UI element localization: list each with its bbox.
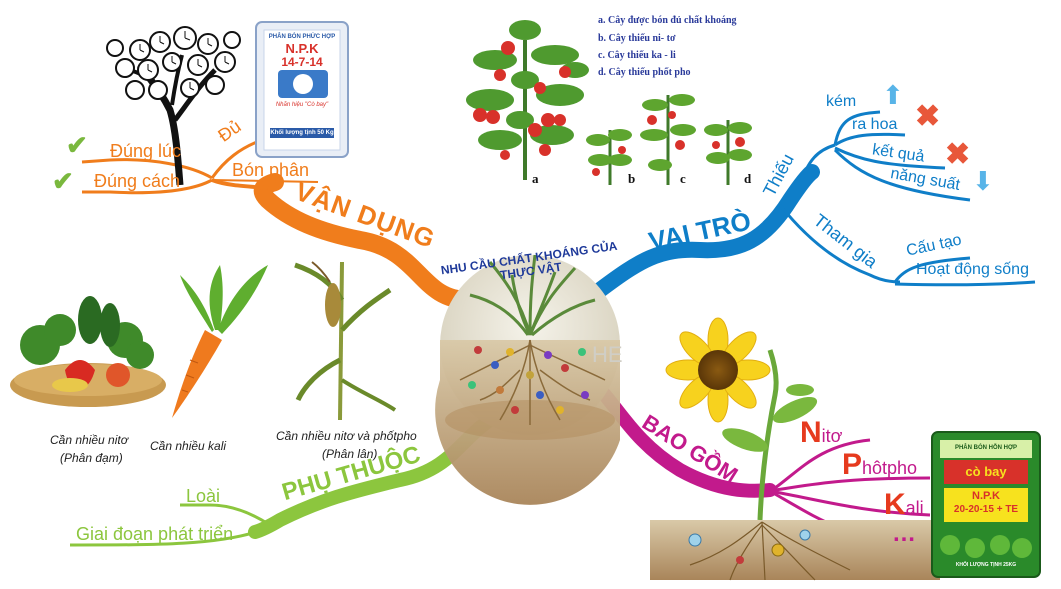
npk-white-name: N.P.K	[285, 41, 319, 56]
arrow-down-icon: ⬇	[972, 166, 994, 196]
sunflower-illustration	[650, 317, 940, 581]
npk-green-brand: cò bay	[965, 464, 1007, 479]
tomato-plant-a	[466, 20, 589, 180]
check-icon: ✔	[66, 130, 88, 160]
tomato-legend-d: d. Cây thiếu phốt pho	[598, 67, 691, 78]
kali-rest: ali	[905, 498, 924, 518]
branch-tham-gia	[778, 204, 901, 284]
branch-bon-phan	[211, 178, 269, 190]
branch-nang-suat	[833, 148, 971, 202]
npk-green-name: N.P.K	[972, 490, 1000, 502]
corn-illustration	[294, 261, 397, 421]
caption-carrot: Cần nhiều kali	[150, 439, 227, 453]
photpho-initial: P	[842, 448, 863, 481]
branch-cau-tao	[893, 256, 971, 283]
nito-initial: N	[800, 416, 822, 449]
center-illustration	[435, 254, 620, 505]
npk-white-weight: Khối lượng tịnh 50 Kg	[270, 130, 334, 136]
caption-corn-line1: Cần nhiều nitơ và phốtpho	[276, 429, 417, 443]
npk-bag-white-illustration	[255, 21, 349, 158]
tomato-plant-d	[704, 120, 752, 185]
caption-veg-line2: (Phân đạm)	[60, 451, 123, 465]
label-more: …	[892, 520, 916, 547]
branch-ket-qua	[834, 146, 946, 170]
label-kali: Kali	[884, 490, 924, 520]
tomato-legend-b: b. Cây thiếu ni- tơ	[598, 33, 676, 44]
npk-green-header: PHÂN BÓN HỖN HỢP	[954, 445, 1018, 451]
npk-white-brand: Nhãn hiệu "Cò bay"	[275, 102, 329, 108]
kali-initial: K	[884, 488, 906, 521]
tomato-legend-a: a. Cây được bón đủ chất khoáng	[598, 15, 737, 26]
branch-nito	[774, 438, 871, 490]
label-photpho: Phôtpho	[842, 450, 917, 480]
tomato-letter-c: c	[680, 171, 686, 186]
label-dung-cach: Đúng cách	[94, 171, 181, 191]
tomato-plants-illustration	[466, 20, 752, 185]
label-hoat-dong-song: Hoạt động sống	[916, 261, 1029, 278]
branch-giai-doan	[69, 528, 263, 547]
tomato-letter-b: b	[628, 171, 636, 186]
npk-white-ratio: 14-7-14	[281, 55, 323, 69]
branch-kali	[774, 490, 931, 517]
tomato-letter-d: d	[744, 171, 752, 186]
watermark: HE	[592, 342, 623, 367]
vegetable-basket-illustration	[10, 296, 166, 407]
label-loai: Loài	[186, 486, 221, 506]
carrot-illustration	[172, 265, 268, 418]
label-nito: Nitơ	[800, 418, 842, 448]
nito-rest: itơ	[821, 426, 843, 446]
tomato-legend-c: c. Cây thiếu ka - li	[598, 50, 676, 61]
npk-white-header: PHÂN BÓN PHỨC HỢP	[268, 34, 336, 40]
check-icon: ✔	[52, 166, 74, 196]
tomato-letter-a: a	[532, 171, 539, 186]
label-kem: kém	[826, 93, 857, 110]
branch-loai	[180, 503, 271, 527]
branch-photpho	[774, 476, 931, 492]
label-giai-doan: Giai đoạn phát triển	[76, 524, 234, 544]
label-bon-phan: Bón phân	[232, 160, 310, 180]
npk-bag-green-illustration	[931, 431, 1041, 578]
caption-corn-line2: (Phân lân)	[322, 447, 378, 461]
branch-dung-luc	[81, 158, 213, 180]
clock-tree-illustration	[106, 26, 241, 186]
branch-thieu	[798, 143, 836, 186]
label-ra-hoa: ra hoa	[852, 116, 898, 133]
tomato-plant-c	[640, 94, 696, 185]
branch-van-dung	[253, 173, 477, 309]
arrow-up-icon: ⬆	[882, 80, 904, 110]
tomato-plant-b	[586, 129, 632, 185]
branch-dung-cach	[82, 178, 213, 195]
npk-green-ratio: 20-20-15 + TE	[953, 504, 1019, 515]
branch-bon-phan-line	[211, 179, 319, 183]
branch-kem	[833, 110, 881, 146]
branch-hoat-dong	[894, 280, 1036, 287]
npk-green-weight: KHỐI LƯỢNG TỊNH 25KG	[955, 562, 1017, 568]
caption-veg-line1: Cần nhiều nitơ	[50, 433, 128, 447]
cross-icon: ✖	[915, 100, 941, 133]
cross-icon: ✖	[945, 138, 971, 171]
branch-ra-hoa	[834, 132, 906, 147]
photpho-rest: hôtpho	[862, 458, 918, 478]
branch-vai-tro	[592, 164, 820, 298]
label-dung-luc: Đúng lúc	[110, 141, 182, 161]
